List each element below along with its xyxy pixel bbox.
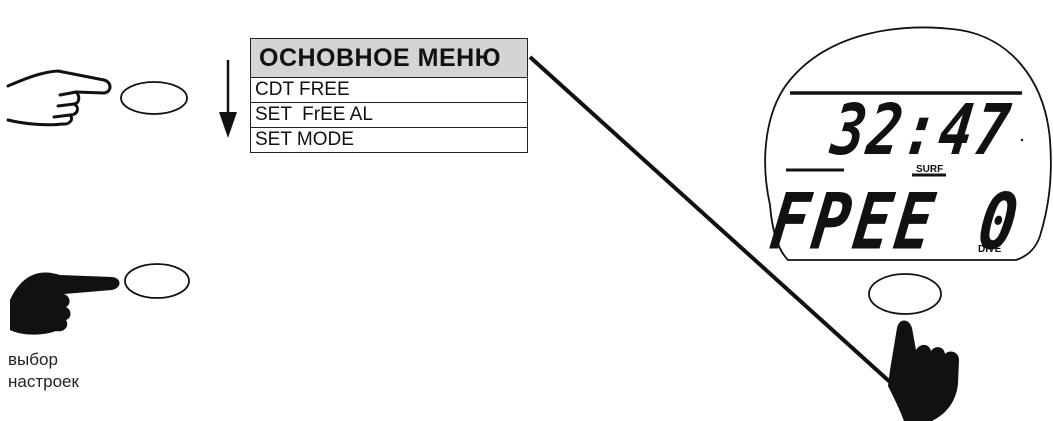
main-menu: ОСНОВНОЕ МЕНЮ CDT FREE SET FrEE AL SET M… — [250, 38, 528, 153]
menu-item-set-mode[interactable]: SET MODE — [255, 129, 354, 150]
button-oval-bottom-left — [124, 263, 190, 299]
menu-item-cdt-free[interactable]: CDT FREE — [251, 78, 527, 103]
arrow-down-icon — [219, 60, 237, 138]
display-dive-label: DIVE — [978, 244, 1002, 255]
pointing-hand-filled-icon — [10, 272, 120, 335]
pointing-hand-outline-icon — [6, 69, 112, 127]
pointing-hand-up-filled-icon — [888, 320, 959, 421]
display-mode: FPEE — [765, 176, 944, 268]
caption-select-settings: выбор настроек — [8, 350, 79, 391]
display-time: 32:47 — [826, 90, 1017, 172]
display-outline — [764, 26, 1052, 261]
button-oval-top-left — [120, 81, 188, 115]
connector-line — [528, 55, 892, 384]
display-dot — [1020, 138, 1024, 142]
button-oval-display — [868, 273, 942, 315]
menu-item-set-free-al[interactable]: SET FrEE AL — [251, 103, 527, 128]
display-surf-label: SURF — [916, 164, 944, 175]
menu-title: ОСНОВНОЕ МЕНЮ — [251, 39, 527, 78]
